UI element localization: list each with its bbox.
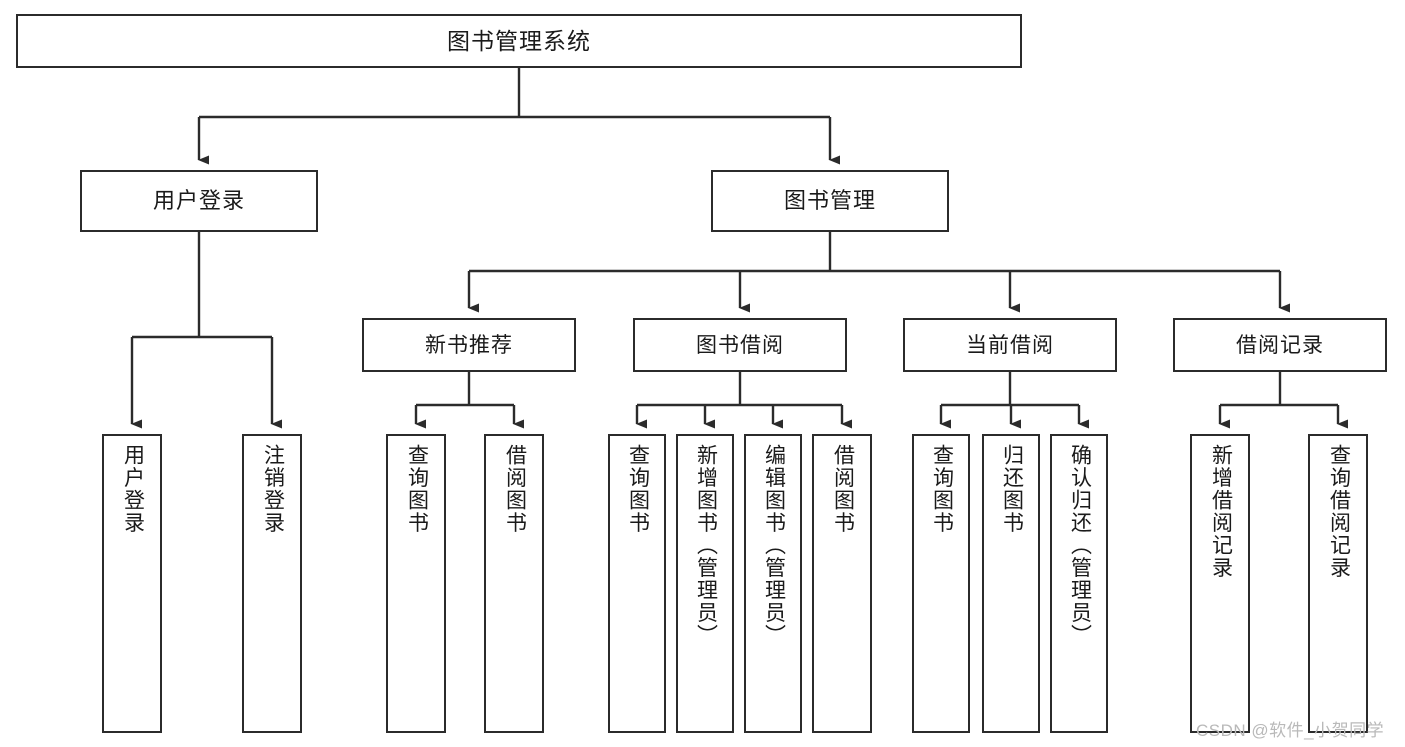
node-leaf-query-book-3-label: 查询图书: [930, 444, 954, 534]
node-leaf-query-book-2[interactable]: 查询图书: [608, 434, 666, 733]
node-leaf-add-borrow-record-label: 新增借阅记录: [1209, 444, 1233, 579]
node-borrow-record-label: 借阅记录: [1236, 333, 1324, 357]
watermark: CSDN @软件_小贺同学: [1196, 721, 1385, 740]
node-leaf-user-login[interactable]: 用户登录: [102, 434, 162, 733]
node-user-login[interactable]: 用户登录: [80, 170, 318, 232]
node-leaf-query-borrow-record-label: 查询借阅记录: [1327, 444, 1351, 579]
node-leaf-query-book-1[interactable]: 查询图书: [386, 434, 446, 733]
node-book-manage-label: 图书管理: [783, 188, 876, 213]
node-leaf-edit-book-label: 编辑图书（管理员）: [762, 444, 786, 647]
node-leaf-user-logout[interactable]: 注销登录: [242, 434, 302, 733]
node-current-borrow-label: 当前借阅: [966, 333, 1054, 357]
node-leaf-confirm-return[interactable]: 确认归还（管理员）: [1050, 434, 1108, 733]
node-leaf-add-book[interactable]: 新增图书（管理员）: [676, 434, 734, 733]
node-book-borrow[interactable]: 图书借阅: [633, 318, 847, 372]
node-leaf-return-book[interactable]: 归还图书: [982, 434, 1040, 733]
node-root-label: 图书管理系统: [447, 27, 591, 54]
node-user-login-label: 用户登录: [152, 188, 245, 213]
node-leaf-edit-book[interactable]: 编辑图书（管理员）: [744, 434, 802, 733]
node-leaf-add-borrow-record[interactable]: 新增借阅记录: [1190, 434, 1250, 733]
node-leaf-borrow-book-2[interactable]: 借阅图书: [812, 434, 872, 733]
node-leaf-query-book-1-label: 查询图书: [405, 444, 429, 534]
node-leaf-borrow-book-1-label: 借阅图书: [503, 444, 527, 534]
node-leaf-user-logout-label: 注销登录: [261, 444, 285, 534]
node-leaf-query-book-3[interactable]: 查询图书: [912, 434, 970, 733]
node-leaf-query-book-2-label: 查询图书: [626, 444, 650, 534]
node-leaf-user-login-label: 用户登录: [121, 444, 145, 534]
node-book-borrow-label: 图书借阅: [696, 333, 784, 357]
node-current-borrow[interactable]: 当前借阅: [903, 318, 1117, 372]
node-leaf-borrow-book-2-label: 借阅图书: [831, 444, 855, 534]
node-root[interactable]: 图书管理系统: [16, 14, 1022, 68]
node-leaf-return-book-label: 归还图书: [1000, 444, 1024, 534]
node-leaf-query-borrow-record[interactable]: 查询借阅记录: [1308, 434, 1368, 733]
node-leaf-borrow-book-1[interactable]: 借阅图书: [484, 434, 544, 733]
node-leaf-confirm-return-label: 确认归还（管理员）: [1068, 444, 1092, 647]
node-new-book-rec-label: 新书推荐: [425, 333, 513, 357]
node-new-book-rec[interactable]: 新书推荐: [362, 318, 576, 372]
node-book-manage[interactable]: 图书管理: [711, 170, 949, 232]
node-borrow-record[interactable]: 借阅记录: [1173, 318, 1387, 372]
node-leaf-add-book-label: 新增图书（管理员）: [694, 444, 718, 647]
